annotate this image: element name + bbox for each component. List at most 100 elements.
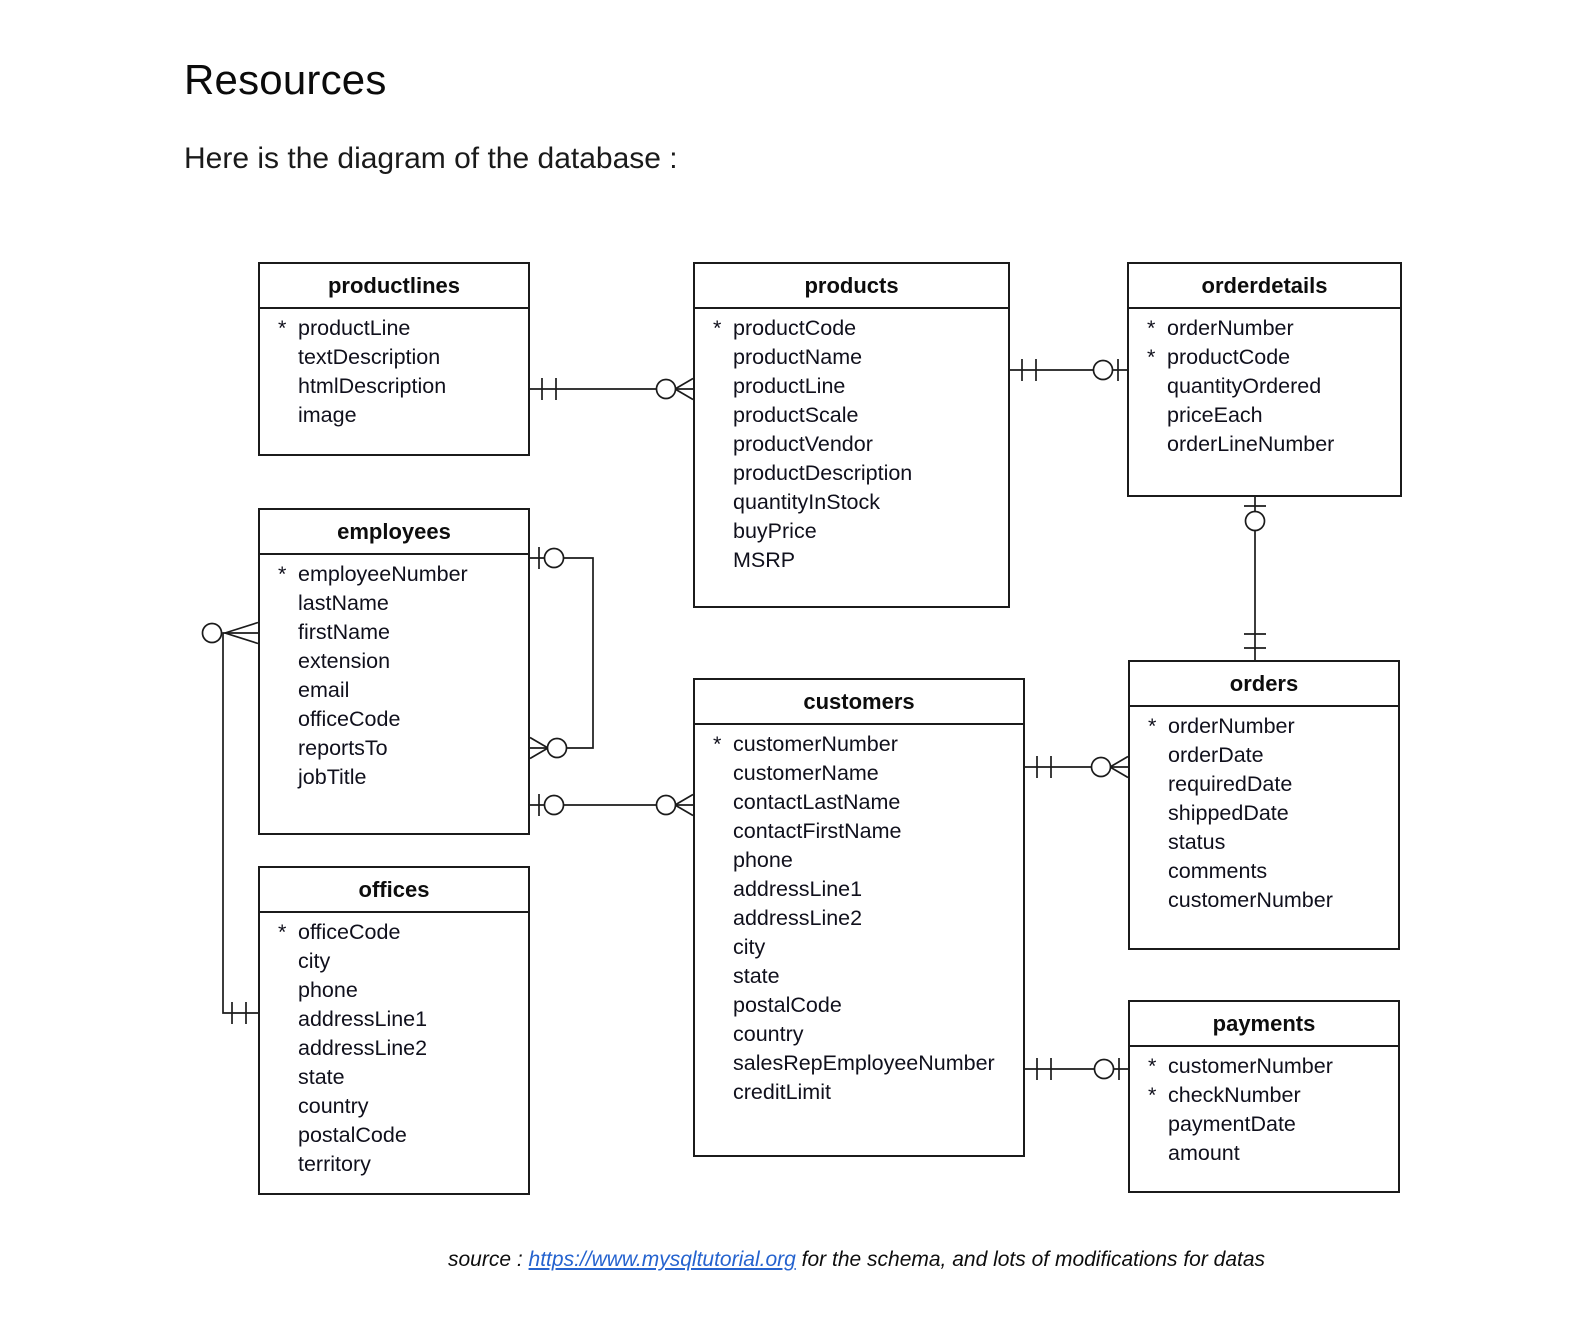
primary-key-marker: *: [1148, 1054, 1157, 1078]
field-name: productScale: [733, 403, 859, 427]
field-indent: [1148, 828, 1168, 857]
field-name: phone: [298, 978, 358, 1002]
field-orderdetails-priceEach: priceEach: [1147, 401, 1396, 430]
field-indent: [713, 1078, 733, 1107]
relationship-offices-employees: [201, 621, 259, 1024]
field-name: phone: [733, 848, 793, 872]
entity-title-productlines: productlines: [260, 264, 528, 309]
field-indent: [713, 372, 733, 401]
field-orders-status: status: [1148, 828, 1394, 857]
cardinality-zero-or-many-products: [655, 377, 694, 401]
cardinality-zero-or-one-orderdetails: [1244, 505, 1266, 532]
field-customers-phone: phone: [713, 846, 1019, 875]
field-offices-addressLine2: addressLine2: [278, 1034, 524, 1063]
field-name: addressLine2: [733, 906, 863, 930]
field-name: lastName: [298, 591, 389, 615]
field-indent: [278, 1121, 298, 1150]
cardinality-one-and-only-one-customers: [1036, 756, 1052, 778]
field-payments-checkNumber: *checkNumber: [1148, 1081, 1394, 1110]
field-indent: [278, 372, 298, 401]
field-employees-employeeNumber: *employeeNumber: [278, 560, 524, 589]
field-indent: [278, 705, 298, 734]
relationship-employees-customers: [530, 793, 694, 817]
field-indent: [713, 962, 733, 991]
relationship-productlines-products: [530, 377, 694, 401]
primary-key-marker: *: [278, 920, 287, 944]
field-offices-postalCode: postalCode: [278, 1121, 524, 1150]
field-name: productLine: [298, 316, 411, 340]
field-products-productScale: productScale: [713, 401, 1004, 430]
field-name: country: [298, 1094, 369, 1118]
field-indent: [278, 1063, 298, 1092]
field-products-productCode: *productCode: [713, 314, 1004, 343]
field-name: addressLine1: [298, 1007, 428, 1031]
relationship-customers-payments: [1025, 1058, 1128, 1080]
field-name: customerNumber: [1168, 1054, 1333, 1078]
field-indent: [713, 991, 733, 1020]
field-customers-country: country: [713, 1020, 1019, 1049]
field-indent: [1148, 770, 1168, 799]
field-indent: [713, 817, 733, 846]
field-name: city: [733, 935, 766, 959]
primary-key-marker: *: [1148, 714, 1157, 738]
page-title: Resources: [184, 56, 387, 103]
field-indent: [278, 401, 298, 430]
field-name: contactFirstName: [733, 819, 902, 843]
field-offices-phone: phone: [278, 976, 524, 1005]
field-name: state: [298, 1065, 345, 1089]
field-indent: [713, 1020, 733, 1049]
field-orders-shippedDate: shippedDate: [1148, 799, 1394, 828]
primary-key-marker: *: [713, 732, 722, 756]
field-name: territory: [298, 1152, 371, 1176]
field-indent: [1147, 401, 1167, 430]
field-indent: [278, 647, 298, 676]
relationship-customers-orders: [1025, 755, 1129, 779]
field-employees-officeCode: officeCode: [278, 705, 524, 734]
field-name: productDescription: [733, 461, 913, 485]
field-orderdetails-productCode: *productCode: [1147, 343, 1396, 372]
field-orderdetails-orderLineNumber: orderLineNumber: [1147, 430, 1396, 459]
field-name: postalCode: [733, 993, 842, 1017]
field-name: customerNumber: [733, 732, 898, 756]
field-indent: [278, 976, 298, 1005]
field-name: postalCode: [298, 1123, 407, 1147]
field-indent: [278, 734, 298, 763]
relationship-employees-employees: [529, 547, 594, 760]
cardinality-one-and-only-one-products: [1021, 359, 1037, 381]
field-orders-comments: comments: [1148, 857, 1394, 886]
field-indent: [278, 1092, 298, 1121]
cardinality-zero-or-one-orderdetails: [1092, 359, 1119, 381]
field-indent: [1148, 1110, 1168, 1139]
entity-title-customers: customers: [695, 680, 1023, 725]
entity-title-employees: employees: [260, 510, 528, 555]
source-link[interactable]: https://www.mysqltutorial.org: [528, 1248, 796, 1271]
field-indent: [713, 759, 733, 788]
cardinality-zero-or-many-orders: [1090, 755, 1129, 779]
field-employees-email: email: [278, 676, 524, 705]
field-offices-officeCode: *officeCode: [278, 918, 524, 947]
field-name: checkNumber: [1168, 1083, 1301, 1107]
field-name: extension: [298, 649, 391, 673]
field-indent: [1147, 430, 1167, 459]
field-name: htmlDescription: [298, 374, 447, 398]
field-employees-lastName: lastName: [278, 589, 524, 618]
field-name: contactLastName: [733, 790, 901, 814]
field-name: textDescription: [298, 345, 441, 369]
field-name: country: [733, 1022, 804, 1046]
field-indent: [278, 1150, 298, 1179]
cardinality-zero-or-one-employees: [538, 547, 565, 569]
field-indent: [278, 947, 298, 976]
field-name: firstName: [298, 620, 390, 644]
field-indent: [278, 343, 298, 372]
field-orderdetails-orderNumber: *orderNumber: [1147, 314, 1396, 343]
cardinality-zero-or-many-employees: [201, 621, 259, 645]
field-name: requiredDate: [1168, 772, 1293, 796]
field-indent: [713, 546, 733, 575]
